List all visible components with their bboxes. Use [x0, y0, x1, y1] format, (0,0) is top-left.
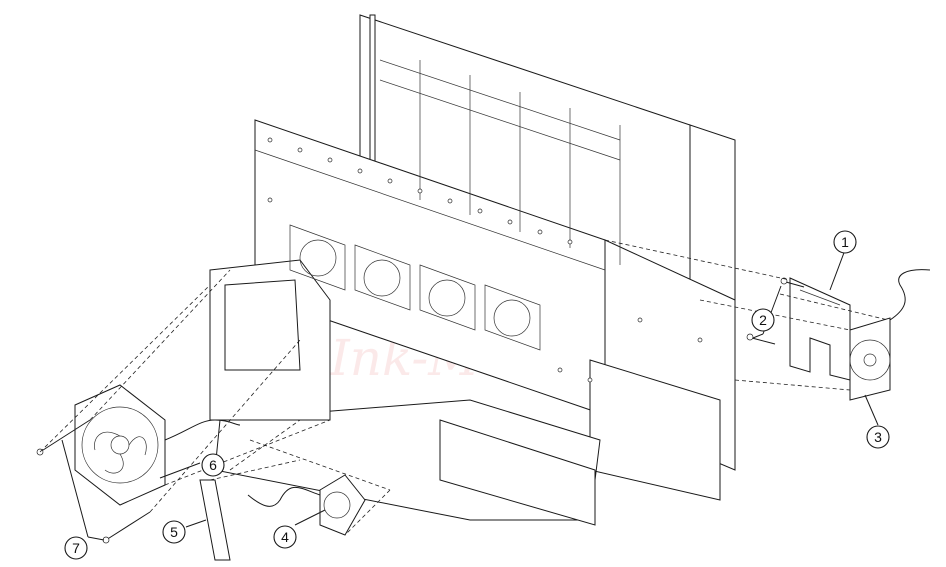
fan-screws [36, 419, 151, 544]
callout-6: 6 [201, 453, 225, 477]
internal-rails [254, 59, 621, 271]
bracket-screws [746, 277, 805, 345]
callout-5: 5 [162, 520, 186, 544]
callout-5-label: 5 [170, 524, 178, 540]
assembly-guide-lines [39, 239, 889, 536]
callout-7-label: 7 [72, 540, 80, 556]
callout-4-label: 4 [281, 529, 289, 545]
fan-bracket [789, 277, 851, 381]
callout-2: 2 [751, 308, 775, 332]
callout-2-label: 2 [759, 312, 767, 328]
callout-3-label: 3 [874, 429, 882, 445]
callout-1: 1 [833, 230, 857, 254]
callout-6-label: 6 [209, 457, 217, 473]
callout-3: 3 [866, 425, 890, 449]
small-fan [247, 474, 366, 536]
main-fan [74, 384, 241, 506]
printer-main-frame [209, 14, 736, 526]
mounting-holes [267, 137, 703, 383]
front-plate-openings [289, 224, 541, 351]
callout-7: 7 [64, 536, 88, 560]
rear-fan [849, 269, 931, 401]
callout-1-label: 1 [841, 234, 849, 250]
callout-4: 4 [273, 525, 297, 549]
